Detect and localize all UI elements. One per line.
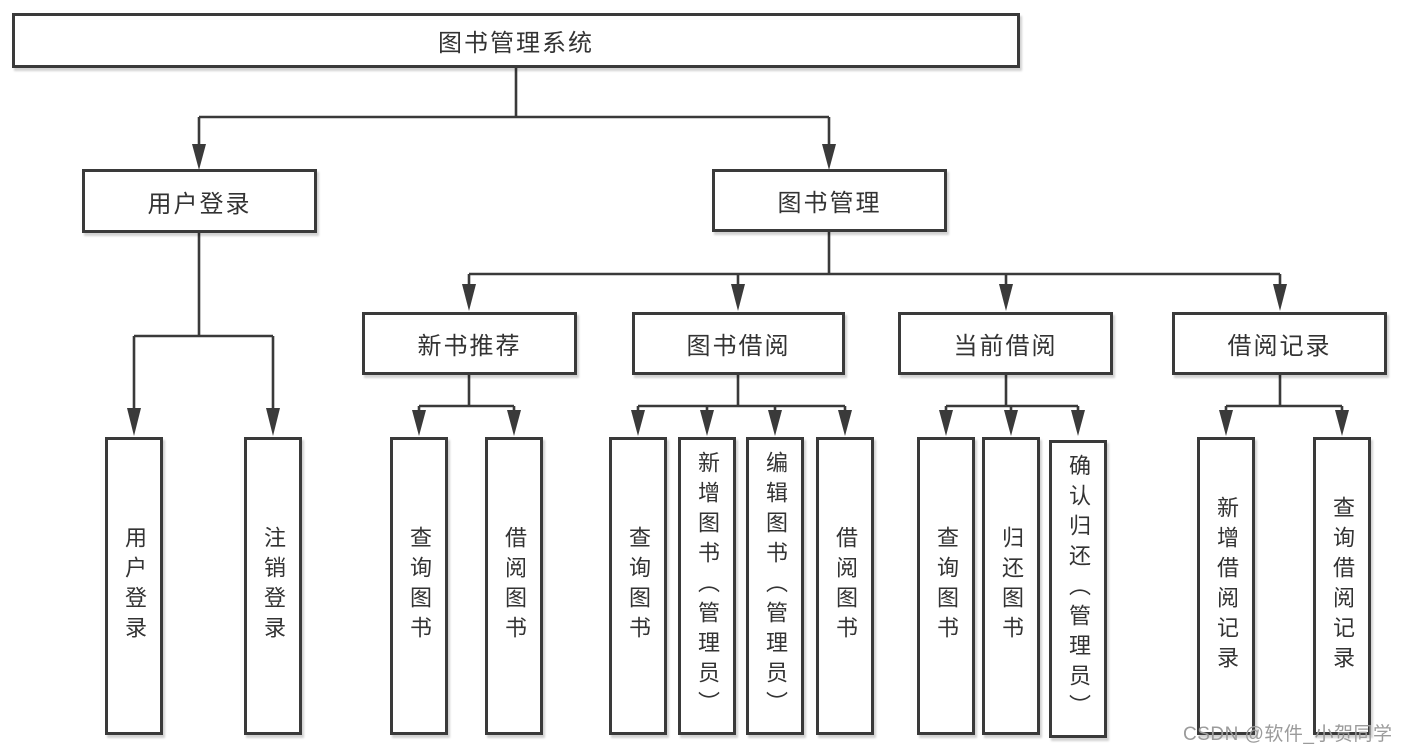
- csdn-watermark: CSDN @软件_小贺同学: [1183, 724, 1393, 745]
- node-new-book-recommendation: 新书推荐: [362, 312, 577, 375]
- node-label: 用户登录: [147, 190, 252, 218]
- leaf-bb-borrow-book: 借阅图书: [816, 437, 874, 735]
- arrowhead: [822, 144, 836, 170]
- node-root-system: 图书管理系统: [12, 13, 1020, 68]
- leaf-cur-return-book: 归还图书: [982, 437, 1040, 735]
- node-book-borrowing: 图书借阅: [632, 312, 845, 375]
- leaf-bb-query-book: 查询图书: [609, 437, 667, 735]
- arrowhead: [266, 408, 280, 436]
- node-borrowing-records: 借阅记录: [1172, 312, 1387, 375]
- node-book-management: 图书管理: [712, 169, 947, 232]
- leaf-records-query: 查询借阅记录: [1313, 437, 1371, 735]
- node-label: 图书管理: [777, 190, 882, 217]
- arrowhead: [192, 144, 206, 170]
- node-label: 查询借阅记录: [1330, 496, 1355, 676]
- node-label: 用户登录: [122, 526, 147, 646]
- node-label: 查询图书: [934, 526, 959, 646]
- leaf-logout: 注销登录: [244, 437, 302, 735]
- node-label: 查询图书: [407, 526, 432, 646]
- arrowhead: [700, 410, 714, 436]
- node-label: 图书借阅: [686, 333, 791, 360]
- connector-book-mgmt-children: [462, 232, 1287, 311]
- leaf-rec-borrow-book: 借阅图书: [485, 437, 543, 735]
- node-label: 当前借阅: [953, 333, 1058, 360]
- node-label: 借阅图书: [502, 526, 527, 646]
- arrowhead: [768, 410, 782, 436]
- leaf-cur-query-book: 查询图书: [917, 437, 975, 735]
- arrowhead: [731, 284, 745, 311]
- connector-user-login-children: [127, 233, 280, 436]
- arrowhead: [507, 410, 521, 436]
- connector-new-book-children: [412, 375, 521, 436]
- arrowhead: [127, 408, 141, 436]
- arrowhead: [631, 410, 645, 436]
- arrowhead: [838, 410, 852, 436]
- node-label: 图书管理系统: [438, 30, 594, 57]
- node-label: 新书推荐: [417, 333, 522, 360]
- node-label: 确认归还（管理员）: [1066, 454, 1091, 724]
- node-label: 查询图书: [626, 526, 651, 646]
- node-label: 新增图书（管理员）: [695, 451, 720, 721]
- node-current-borrowing: 当前借阅: [898, 312, 1113, 375]
- node-label: 编辑图书（管理员）: [763, 451, 788, 721]
- leaf-bb-add-book-admin: 新增图书（管理员）: [678, 437, 736, 735]
- arrowhead: [1219, 410, 1233, 436]
- node-label: 归还图书: [999, 526, 1024, 646]
- arrowhead: [412, 410, 426, 436]
- leaf-rec-query-book: 查询图书: [390, 437, 448, 735]
- connector-records-children: [1219, 375, 1349, 436]
- leaf-cur-confirm-return-admin: 确认归还（管理员）: [1049, 440, 1107, 738]
- arrowhead: [939, 410, 953, 436]
- arrowhead: [999, 284, 1013, 311]
- node-label: 新增借阅记录: [1214, 496, 1239, 676]
- connector-root-to-level2: [192, 68, 836, 170]
- leaf-records-add: 新增借阅记录: [1197, 437, 1255, 735]
- node-label: 借阅图书: [833, 526, 858, 646]
- arrowhead: [1273, 284, 1287, 311]
- arrowhead: [462, 284, 476, 311]
- connector-book-borrow-children: [631, 375, 852, 436]
- leaf-user-login: 用户登录: [105, 437, 163, 735]
- arrowhead: [1004, 410, 1018, 436]
- node-user-login: 用户登录: [82, 169, 317, 233]
- node-label: 借阅记录: [1227, 333, 1332, 360]
- node-label: 注销登录: [261, 526, 286, 646]
- connector-current-borrow-children: [939, 375, 1085, 436]
- arrowhead: [1335, 410, 1349, 436]
- arrowhead: [1071, 410, 1085, 436]
- leaf-bb-edit-book-admin: 编辑图书（管理员）: [746, 437, 804, 735]
